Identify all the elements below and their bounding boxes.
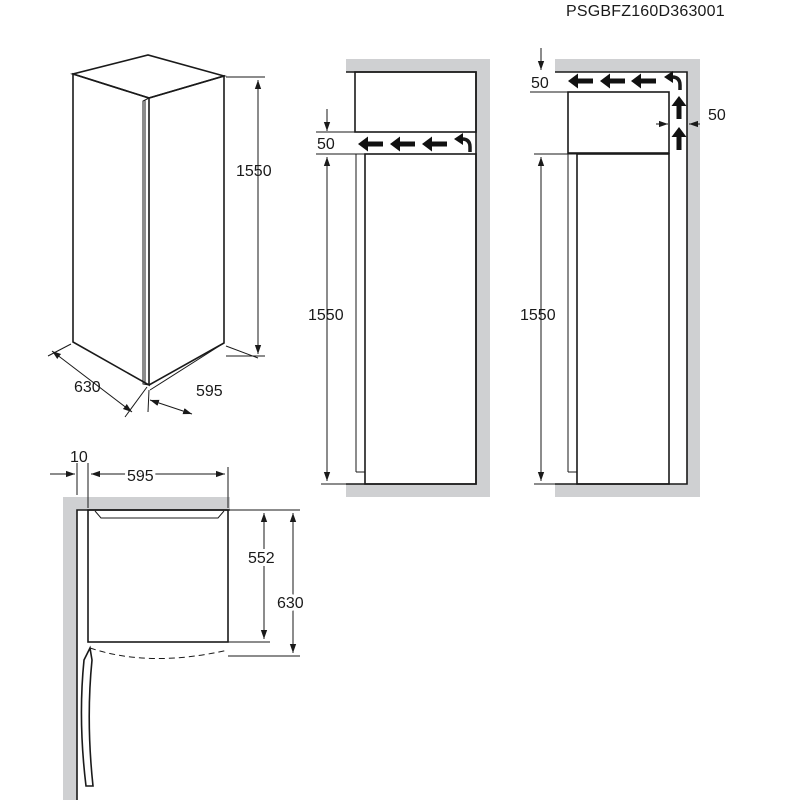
- depth-ext-front: [124, 386, 148, 418]
- airflow-left-arrow: [358, 136, 383, 152]
- appliance-top: [70, 54, 227, 99]
- top-clearance-label: 50: [531, 75, 549, 92]
- airflow-up-arrow: [671, 96, 687, 119]
- width-ext-right: [225, 345, 259, 359]
- total-depth-label: 630: [277, 595, 304, 612]
- width-dimension-line: [149, 399, 193, 415]
- niche-top-clearance-label: 50: [317, 136, 335, 153]
- rear-grille: [94, 510, 225, 519]
- product-code: PSGBFZ160D363001: [566, 3, 725, 20]
- appliance-top-outline: [87, 509, 229, 643]
- airflow-turn-arrowhead: [454, 133, 463, 145]
- body-depth-label: 552: [248, 550, 275, 567]
- upper-cabinet: [354, 71, 477, 133]
- freestanding-width-label: 595: [196, 383, 223, 400]
- airflow-left-arrow: [568, 73, 593, 89]
- open-door: [80, 645, 94, 787]
- depth-ext-back: [47, 343, 72, 357]
- airflow-left-arrow: [422, 136, 447, 152]
- appliance-side-view: [364, 153, 477, 485]
- side-wall-outline: [76, 509, 230, 800]
- niche-height-label: 1550: [308, 307, 344, 324]
- door-swing-arc: [89, 647, 229, 659]
- airflow-up-arrow: [671, 127, 687, 150]
- airflow-turn-arrowhead: [664, 71, 673, 83]
- airflow-left-arrow: [390, 136, 415, 152]
- niche-view-top-rear-vent: 50 50 1550: [520, 48, 726, 497]
- airflow-turn-arrow: [461, 137, 472, 152]
- appliance-side-view: [576, 153, 670, 485]
- airflow-left-arrow: [600, 73, 625, 89]
- airflow-arrows: [568, 71, 687, 150]
- wall-gap-label: 10: [70, 449, 88, 466]
- freestanding-height-label: 1550: [236, 163, 272, 180]
- top-view-door-swing: 10 595 552 630: [50, 449, 307, 800]
- width-ext-left: [147, 389, 150, 413]
- freestanding-depth-label: 630: [74, 379, 101, 396]
- appliance-side: [72, 72, 150, 387]
- freestanding-appliance-view: 1550 630 595: [47, 54, 272, 418]
- side-clearance-label: 50: [708, 107, 726, 124]
- niche-view-top-vent: 50 1550: [308, 59, 490, 497]
- depth-dimension-line: [51, 350, 133, 413]
- appliance-door: [142, 97, 225, 391]
- airflow-arrows: [358, 133, 472, 152]
- airflow-turn-arrow: [671, 75, 682, 90]
- niche-wall: [346, 59, 490, 497]
- niche-wall-outline: [555, 71, 688, 485]
- upper-cabinet: [567, 91, 670, 154]
- top-width-label: 595: [127, 468, 154, 485]
- niche-height-label: 1550: [520, 307, 556, 324]
- airflow-left-arrow: [631, 73, 656, 89]
- appliance-front: [148, 74, 225, 386]
